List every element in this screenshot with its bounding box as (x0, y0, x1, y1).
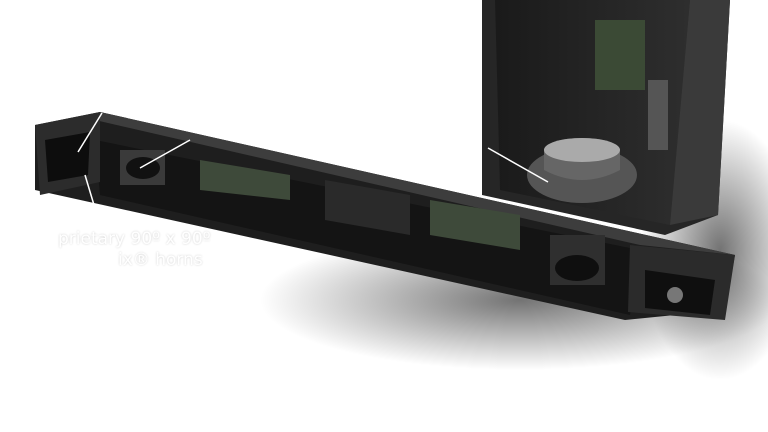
horn-callout-line2: ix® horns (118, 250, 203, 270)
horn-callout-line1: prietary 90º x 90º (58, 229, 211, 249)
callout-lines (77, 112, 549, 226)
soundbar (35, 112, 735, 320)
subwoofer (482, 0, 730, 235)
